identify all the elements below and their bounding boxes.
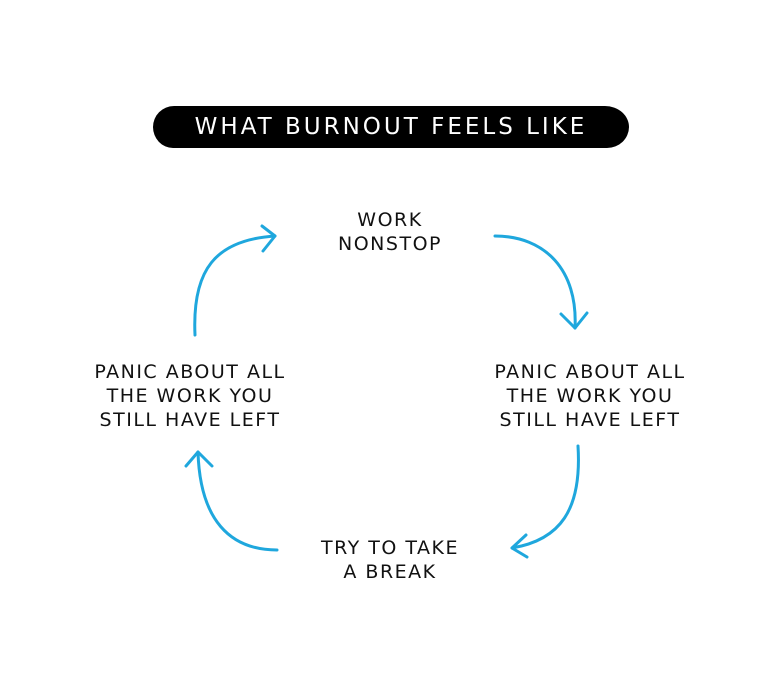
node-work-nonstop: WORK NONSTOP [338, 209, 442, 255]
arrow-top-to-right-icon [493, 234, 589, 330]
title-text: WHAT BURNOUT FEELS LIKE [194, 114, 588, 140]
arrow-bottom-to-left-icon [184, 450, 279, 552]
title-banner: WHAT BURNOUT FEELS LIKE [153, 106, 629, 148]
node-panic-left: PANIC ABOUT ALL THE WORK YOU STILL HAVE … [94, 361, 286, 431]
arrow-right-to-bottom-icon [510, 444, 580, 559]
arrow-left-to-top-icon [193, 224, 277, 337]
node-panic-right: PANIC ABOUT ALL THE WORK YOU STILL HAVE … [494, 361, 686, 431]
node-try-to-take-break: TRY TO TAKE A BREAK [321, 537, 459, 583]
